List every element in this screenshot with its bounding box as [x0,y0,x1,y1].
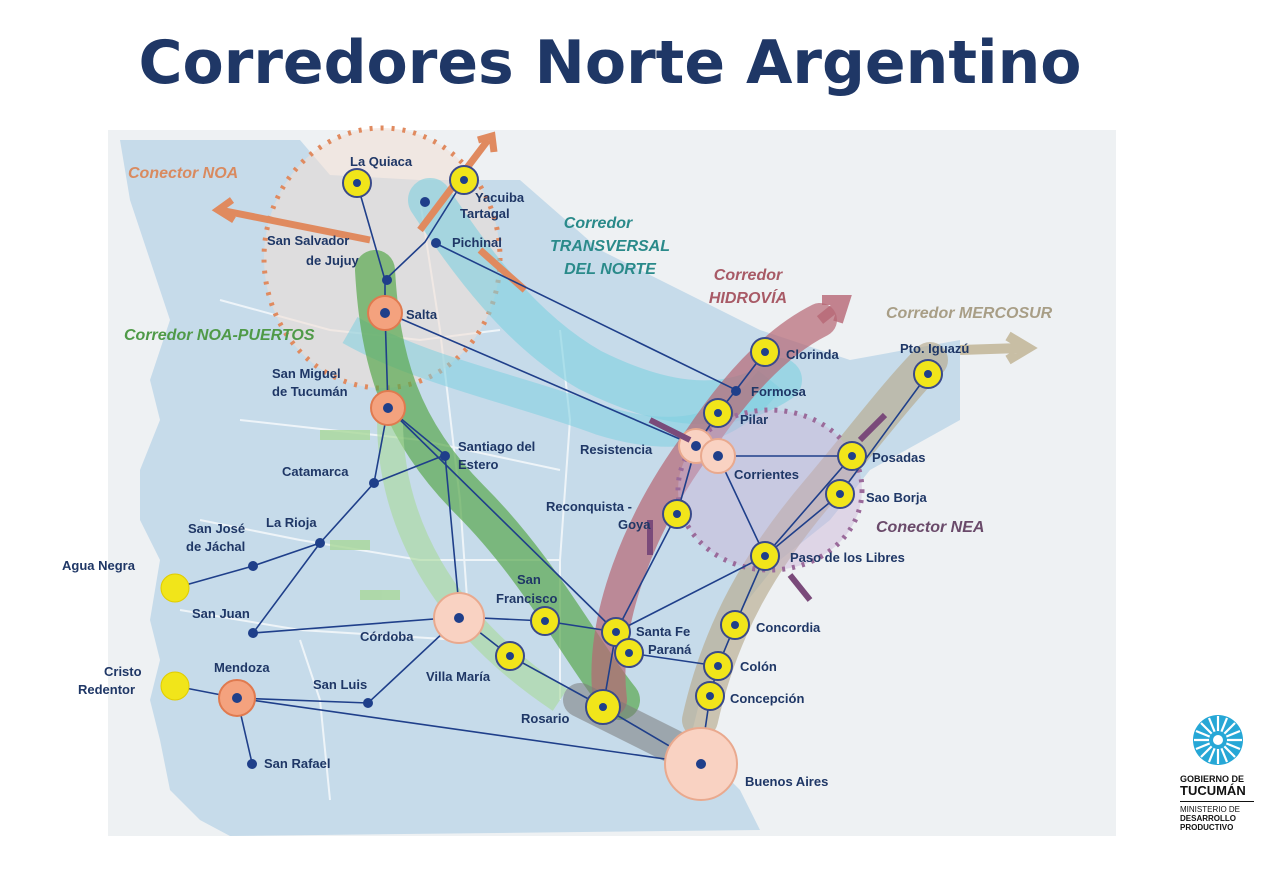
node-san-juan[interactable] [248,628,258,638]
label-la-quiaca: La Quiaca [350,154,413,169]
logo-line2: TUCUMÁN [1180,783,1246,798]
label-tartagal: Tartagal [460,206,510,221]
label-cristo-1: Cristo [104,664,142,679]
label-san-francisco-1: San [517,572,541,587]
label-noa-puertos: Corredor NOA-PUERTOS [124,327,315,344]
gobierno-tucuman-logo: GOBIERNO DE TUCUMÁN MINISTERIO DE DESARR… [1180,712,1260,832]
label-reconquista-2: Goya [618,517,651,532]
label-pilar: Pilar [740,412,768,427]
logo-line4: DESARROLLO [1180,814,1236,823]
hidrovia-arrow [816,295,852,324]
city-labels: La Quiaca Yacuiba Tartagal Pichinal San … [62,154,969,789]
node-agua-negra[interactable] [160,573,190,603]
node-pichinal[interactable] [431,238,441,248]
logo-line3: MINISTERIO DE [1180,805,1241,814]
label-conector-nea: Conector NEA [876,519,984,536]
label-san-juan: San Juan [192,606,250,621]
node-tartagal[interactable] [420,197,430,207]
label-colon: Colón [740,659,777,674]
label-santa-fe: Santa Fe [636,624,690,639]
tucuman-sun-icon [1193,715,1243,765]
label-cristo-2: Redentor [78,682,135,697]
corredor-noa-puertos-band [355,250,640,720]
label-conector-noa: Conector NOA [128,165,238,182]
label-formosa: Formosa [751,384,807,399]
label-sao-borja: Sao Borja [866,490,927,505]
node-catamarca[interactable] [369,478,379,488]
label-rosario: Rosario [521,711,569,726]
label-posadas: Posadas [872,450,925,465]
label-parana: Paraná [648,642,692,657]
node-la-rioja[interactable] [315,538,325,548]
label-clorinda: Clorinda [786,347,839,362]
label-san-rafael: San Rafael [264,756,330,771]
label-resistencia: Resistencia [580,442,653,457]
green-arrows [320,430,400,600]
label-transversal-2: TRANSVERSAL [550,238,670,255]
label-jachal-1: San José [188,521,245,536]
label-paso-libres: Paso de los Libres [790,550,905,565]
label-san-francisco-2: Francisco [496,591,557,606]
label-san-salvador-1: San Salvador [267,233,349,248]
label-santiago-1: Santiago del [458,439,535,454]
logo-line5: PRODUCTIVO [1180,823,1234,832]
label-tucuman-2: de Tucumán [272,384,348,399]
label-hidrovia-1: Corredor [714,267,783,284]
node-jujuy[interactable] [382,275,392,285]
label-yacuiba: Yacuiba [475,190,525,205]
label-reconquista-1: Reconquista - [546,499,632,514]
city-nodes [160,165,943,801]
label-catamarca: Catamarca [282,464,349,479]
label-san-salvador-2: de Jujuy [306,253,360,268]
mercosur-arrow [959,331,1038,365]
label-transversal-1: Corredor [564,215,633,232]
label-villa-maria: Villa María [426,669,491,684]
node-san-luis[interactable] [363,698,373,708]
label-concepcion: Concepción [730,691,804,706]
label-pichinal: Pichinal [452,235,502,250]
page-title: Corredores Norte Argentino [138,28,1082,98]
node-san-rafael[interactable] [247,759,257,769]
label-tucuman-1: San Miguel [272,366,341,381]
label-transversal-3: DEL NORTE [564,261,657,278]
label-mendoza: Mendoza [214,660,270,675]
label-salta: Salta [406,307,438,322]
label-cordoba: Córdoba [360,629,414,644]
node-jachal[interactable] [248,561,258,571]
logo-divider [1180,801,1254,802]
logo-line1: GOBIERNO DE [1180,774,1245,784]
label-san-luis: San Luis [313,677,367,692]
label-agua-negra: Agua Negra [62,558,136,573]
corredor-mercosur-band [682,342,948,738]
label-la-rioja: La Rioja [266,515,317,530]
label-mercosur: Corredor MERCOSUR [886,305,1053,322]
label-concordia: Concordia [756,620,821,635]
label-jachal-2: de Jáchal [186,539,245,554]
node-formosa[interactable] [731,386,741,396]
label-buenos-aires: Buenos Aires [745,774,828,789]
nea-arrows [647,412,888,602]
label-hidrovia-2: HIDROVÍA [709,288,787,307]
label-pto-iguazu: Pto. Iguazú [900,341,969,356]
node-cristo-redentor[interactable] [160,671,190,701]
node-santiago[interactable] [440,451,450,461]
label-santiago-2: Estero [458,457,499,472]
label-corrientes: Corrientes [734,467,799,482]
